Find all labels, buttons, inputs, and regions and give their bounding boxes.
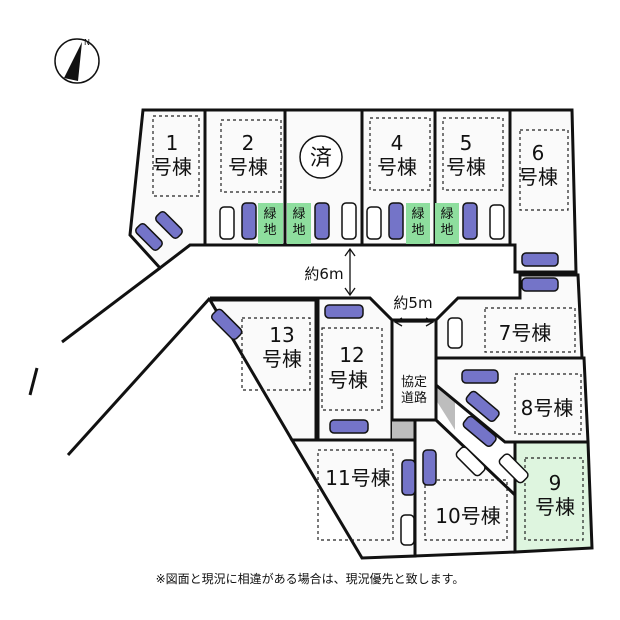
lot-2-num: 2	[242, 131, 255, 155]
north-compass-icon: N	[54, 38, 100, 84]
svg-text:緑: 緑	[292, 207, 305, 222]
road-width-arrows	[344, 247, 435, 327]
lot-12-num: 12	[339, 343, 364, 367]
agreement-road-label-1: 協定	[401, 375, 427, 390]
lot-6-num: 6	[532, 141, 545, 165]
lot-5-suffix: 号棟	[446, 155, 486, 179]
disclaimer-note: ※図面と現況に相違がある場合は、現況優先と致します。	[155, 572, 465, 586]
building-footprints	[152, 115, 584, 541]
lot-10-label: 10号棟	[435, 504, 500, 528]
lot-13-suffix: 号棟	[262, 347, 302, 371]
lot-1-num: 1	[166, 131, 179, 155]
lot-4-suffix: 号棟	[377, 155, 417, 179]
svg-text:N: N	[84, 38, 90, 47]
svg-text:地: 地	[440, 223, 453, 238]
lot-2-suffix: 号棟	[228, 155, 268, 179]
lot-13-num: 13	[269, 323, 294, 347]
lot-8-label: 8号棟	[521, 396, 574, 420]
green-areas	[258, 203, 459, 244]
lot-9-suffix: 号棟	[535, 495, 575, 519]
svg-text:地: 地	[292, 223, 305, 238]
lot-4-num: 4	[391, 131, 404, 155]
lot-1-suffix: 号棟	[152, 155, 192, 179]
lot-12-suffix: 号棟	[328, 368, 368, 392]
agreement-road-label-2: 道路	[401, 390, 427, 406]
road-width-main: 約6m	[304, 265, 343, 283]
svg-text:緑: 緑	[440, 207, 453, 222]
sold-circle	[299, 135, 343, 179]
lot-5-num: 5	[460, 131, 473, 155]
lot-11[interactable]	[289, 438, 417, 560]
lot-6-suffix: 号棟	[518, 165, 558, 189]
road-width-side: 約5m	[393, 294, 432, 312]
sold-mark: 済	[310, 146, 332, 171]
lot-7-label: 7号棟	[499, 321, 552, 345]
lot-labels: 1 号棟 2 号棟 済 4 号棟 5 号棟 6 号棟 7号棟 8号棟 9 号棟 …	[152, 131, 575, 528]
green-area-labels: 緑 地 緑 地 緑 地 緑 地	[263, 207, 453, 238]
parking-cars	[135, 202, 559, 546]
lot-11-label: 11号棟	[325, 466, 390, 490]
svg-text:地: 地	[263, 223, 276, 238]
svg-text:緑: 緑	[411, 207, 424, 222]
lot-9-num: 9	[549, 471, 562, 495]
lot-10[interactable]	[413, 418, 517, 558]
lot-6[interactable]	[508, 108, 578, 274]
svg-text:地: 地	[411, 223, 424, 238]
svg-text:緑: 緑	[263, 207, 276, 222]
